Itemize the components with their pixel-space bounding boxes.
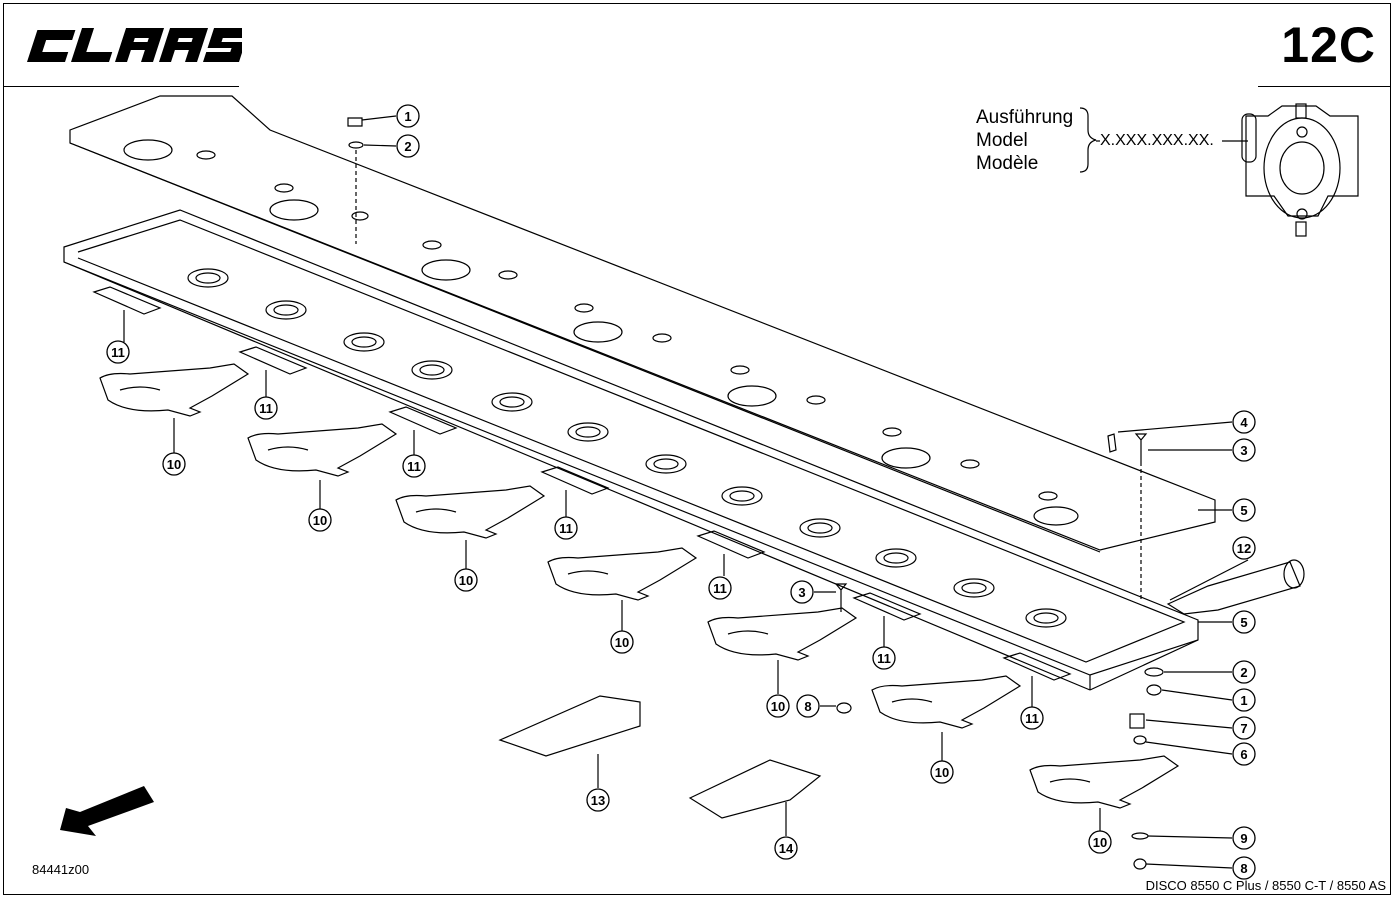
callout-11e: 11 [708,576,732,600]
callout-11g: 11 [1020,706,1044,730]
skid-parts [99,363,1180,809]
callout-13: 13 [586,788,610,812]
svg-text:2: 2 [404,139,411,154]
washer-2 [348,141,364,149]
svg-text:11: 11 [407,459,421,474]
svg-text:12: 12 [1237,541,1251,556]
svg-text:6: 6 [1240,747,1247,762]
callout-2a: 2 [396,134,420,158]
nut-6 [1133,735,1147,745]
svg-text:10: 10 [313,513,327,528]
upper-plate [69,95,1216,553]
callouts: 1 2 1 2 3 3 4 5 5 6 7 8 8 9 10 10 10 10 … [106,104,1256,880]
callout-1b: 1 [1232,688,1256,712]
svg-text:10: 10 [935,765,949,780]
guard-plate [498,695,641,757]
bolt-3-top [1134,433,1148,462]
svg-text:14: 14 [779,841,794,856]
callout-10b: 10 [308,508,332,532]
callout-10a: 10 [162,452,186,476]
svg-text:7: 7 [1240,721,1247,736]
callout-10c: 10 [454,568,478,592]
svg-text:2: 2 [1240,665,1247,680]
callout-3a: 3 [1232,438,1256,462]
callout-10d: 10 [610,630,634,654]
svg-text:5: 5 [1240,615,1247,630]
callout-10f: 10 [930,760,954,784]
grease-tube [1166,559,1305,615]
cap-screw-1 [347,117,363,127]
svg-text:5: 5 [1240,503,1247,518]
pin-4 [1107,433,1117,453]
svg-text:10: 10 [459,573,473,588]
type-plate-sketch [1241,103,1359,237]
variant-code: X.XXX.XXX.XX. [1100,132,1214,149]
svg-text:11: 11 [877,651,891,666]
spacer-strips [92,286,1072,681]
svg-text:8: 8 [804,699,811,714]
callout-10e: 10 [766,694,790,718]
callout-7: 7 [1232,716,1256,740]
callout-5b: 5 [1232,610,1256,634]
svg-text:11: 11 [559,521,573,536]
header-rule-right [1258,86,1391,87]
lower-frame [63,209,1199,691]
callout-8b: 8 [1232,856,1256,880]
callout-5a: 5 [1232,498,1256,522]
svg-text:1: 1 [404,109,411,124]
bushing-7 [1129,713,1145,729]
model-designation: DISCO 8550 C Plus / 8550 C-T / 8550 AS [1145,878,1386,893]
bolt-3-mid [834,583,848,612]
header-rule-left [3,86,239,87]
variant-labels: Ausführung Model Modèle [976,106,1073,175]
washer-9 [1131,832,1149,840]
callout-3b: 3 [790,580,814,604]
callout-11f: 11 [872,646,896,670]
svg-text:10: 10 [615,635,629,650]
claas-logo [27,28,242,62]
callout-10g: 10 [1088,830,1112,854]
svg-text:10: 10 [771,699,785,714]
callout-11d: 11 [554,516,578,540]
callout-6: 6 [1232,742,1256,766]
callout-14: 14 [774,836,798,860]
variant-label-en: Model [976,130,1028,151]
callout-9: 9 [1232,826,1256,850]
callout-8a: 8 [796,694,820,718]
direction-arrow [60,786,154,836]
svg-text:3: 3 [798,585,805,600]
nut-8-low [1133,858,1147,870]
svg-text:11: 11 [111,345,125,360]
variant-label-fr: Modèle [976,153,1039,174]
svg-text:4: 4 [1240,415,1248,430]
drawing-number: 84441z00 [32,862,90,877]
page-frame [3,3,1391,895]
svg-text:11: 11 [1025,711,1039,726]
svg-text:11: 11 [713,581,727,596]
variant-brace [1079,107,1097,173]
callout-11a: 11 [106,340,130,364]
callout-11c: 11 [402,454,426,478]
callout-4: 4 [1232,410,1256,434]
svg-text:10: 10 [167,457,181,472]
svg-text:10: 10 [1093,835,1107,850]
svg-text:9: 9 [1240,831,1247,846]
callout-2b: 2 [1232,660,1256,684]
svg-text:8: 8 [1240,861,1247,876]
page-number: 12C [1281,17,1376,73]
nut-8-mid [836,702,852,714]
variant-label-de: Ausführung [976,107,1074,128]
washer-2-low [1144,667,1164,677]
callout-12: 12 [1232,536,1256,560]
svg-text:11: 11 [259,401,273,416]
callout-11b: 11 [254,396,278,420]
wear-plate [688,759,822,819]
svg-text:1: 1 [1240,693,1247,708]
svg-text:3: 3 [1240,443,1247,458]
nut-1-low [1146,684,1162,696]
svg-text:13: 13 [591,793,605,808]
callout-1a: 1 [396,104,420,128]
